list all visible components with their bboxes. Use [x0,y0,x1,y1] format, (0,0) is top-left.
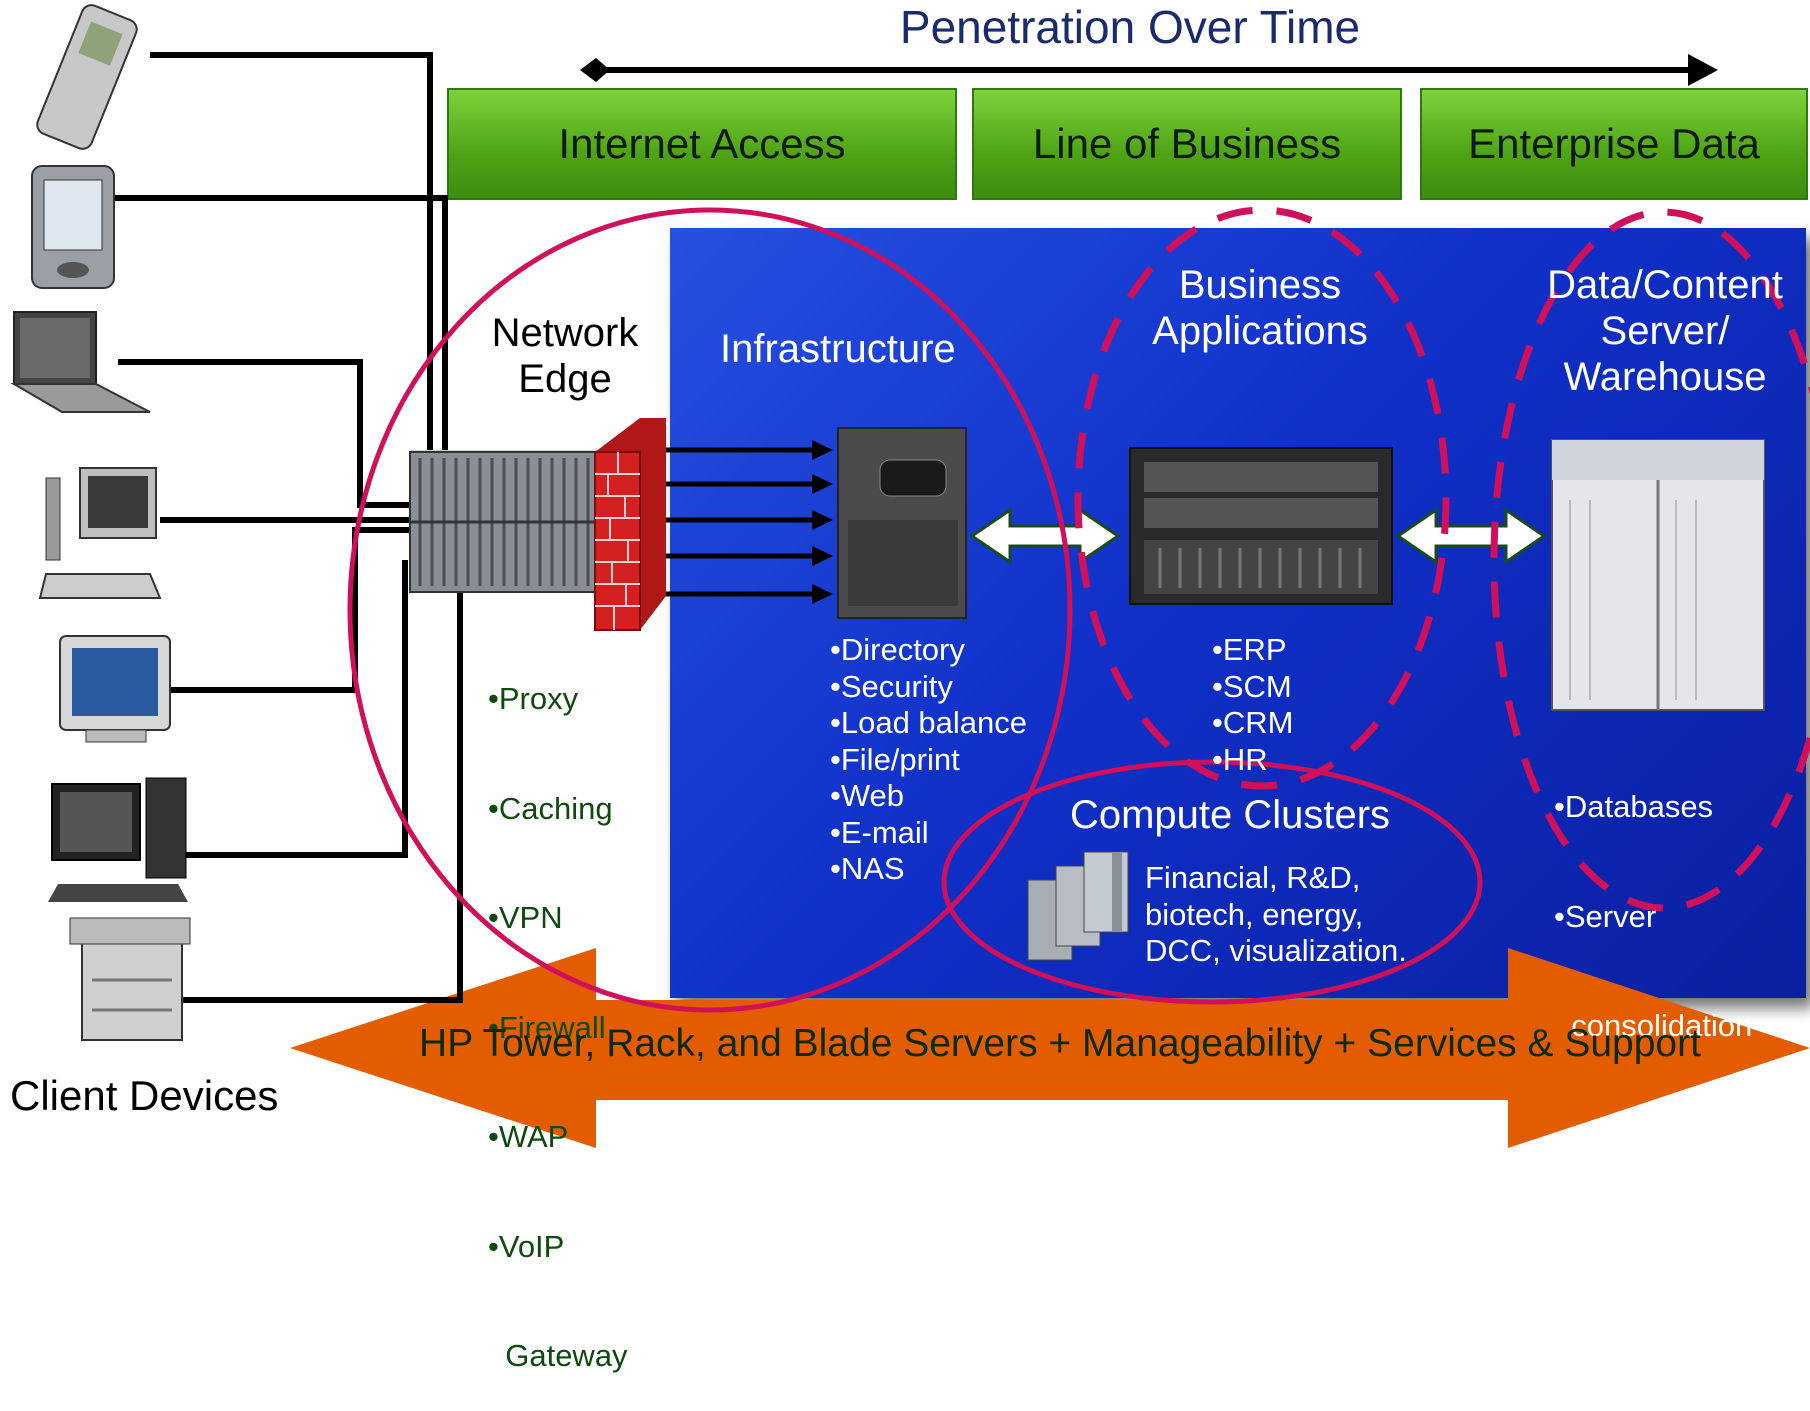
phase-enterprise-data: Enterprise Data [1420,88,1808,200]
list-item: •Web [830,778,905,813]
phase-internet-access: Internet Access [447,88,957,200]
business-apps-ellipse [1074,206,1450,790]
firewall-icon [594,418,666,631]
client-devices-label: Client Devices [10,1072,279,1119]
list-item: •Load balance [830,705,1028,740]
desc-line: Financial, R&D, [1145,860,1361,895]
business-applications-title: Business Applications [1152,263,1368,353]
list-item: consolidation [1554,1008,1753,1043]
data-content-list: •Databases •Server consolidation [1554,716,1752,1081]
firewall-output-arrows [666,447,815,597]
list-item: •Caching [488,790,613,826]
monitor-icon [59,635,171,743]
list-item: •Security [830,668,953,704]
title-line: Warehouse [1563,355,1767,399]
list-item: •VoIP [488,1228,565,1264]
phone-icon [36,4,138,150]
network-edge-appliance-icon [409,450,620,593]
list-item: •VPN [488,900,563,935]
list-item: •Databases [1554,789,1714,824]
support-banner-text: HP Tower, Rack, and Blade Servers + Mana… [419,1022,1701,1065]
storage-cabinet-icon [1551,439,1765,711]
infrastructure-list: •Directory •Security •Load balance •File… [830,632,1027,888]
list-item: •SCM [1212,668,1292,704]
compute-clusters-ellipse [941,759,1483,1005]
cluster-servers-icon [1027,851,1129,961]
list-item: •WAP [488,1119,569,1154]
laptop-icon [10,311,151,413]
title-line: Server/ [1600,309,1730,353]
diagram-graphics [10,4,1810,1041]
desc-line: biotech, energy, [1145,896,1364,932]
list-item: Gateway [488,1338,628,1373]
desc-line: DCC, visualization. [1145,933,1407,968]
phase-line-of-business: Line of Business [972,88,1402,200]
apps-to-data-arrow [1395,507,1547,565]
list-item: •Directory [830,632,965,667]
tower-server-icon [837,427,967,619]
timeline-arrow [580,54,1718,86]
data-content-title: Data/Content Server/ Warehouse [1520,262,1810,400]
compute-clusters-desc: Financial, R&D, biotech, energy, DCC, vi… [1145,860,1407,970]
list-item: •File/print [830,741,960,777]
list-item: •Proxy [488,681,579,716]
diagram-title: Penetration Over Time [899,1,1361,53]
support-banner-arrow [290,948,1810,1148]
printer-icon [69,917,191,1041]
title-line: Data/Content [1547,263,1783,307]
infrastructure-title: Infrastructure [720,327,956,371]
list-item: •E-mail [830,814,929,850]
list-item: •Firewall [488,1009,606,1045]
rack-server-icon [1129,447,1393,605]
list-item: •CRM [1212,705,1294,740]
infra-to-apps-arrow [969,507,1121,565]
pda-icon [31,165,115,289]
list-item: •HR [1212,741,1268,777]
list-item: •Server [1554,898,1657,934]
network-edge-circle [347,207,1073,1013]
list-item: •ERP [1212,632,1287,667]
network-edge-list: •Proxy •Caching •VPN •Firewall •WAP •VoI… [488,608,628,1411]
workstation-icon [48,777,188,902]
compute-clusters-title: Compute Clusters [1069,793,1391,837]
list-item: •NAS [830,851,905,886]
network-edge-title: Network Edge [491,311,639,401]
business-applications-list: •ERP •SCM •CRM •HR [1212,632,1293,778]
desktop-computer-icon [38,467,162,599]
